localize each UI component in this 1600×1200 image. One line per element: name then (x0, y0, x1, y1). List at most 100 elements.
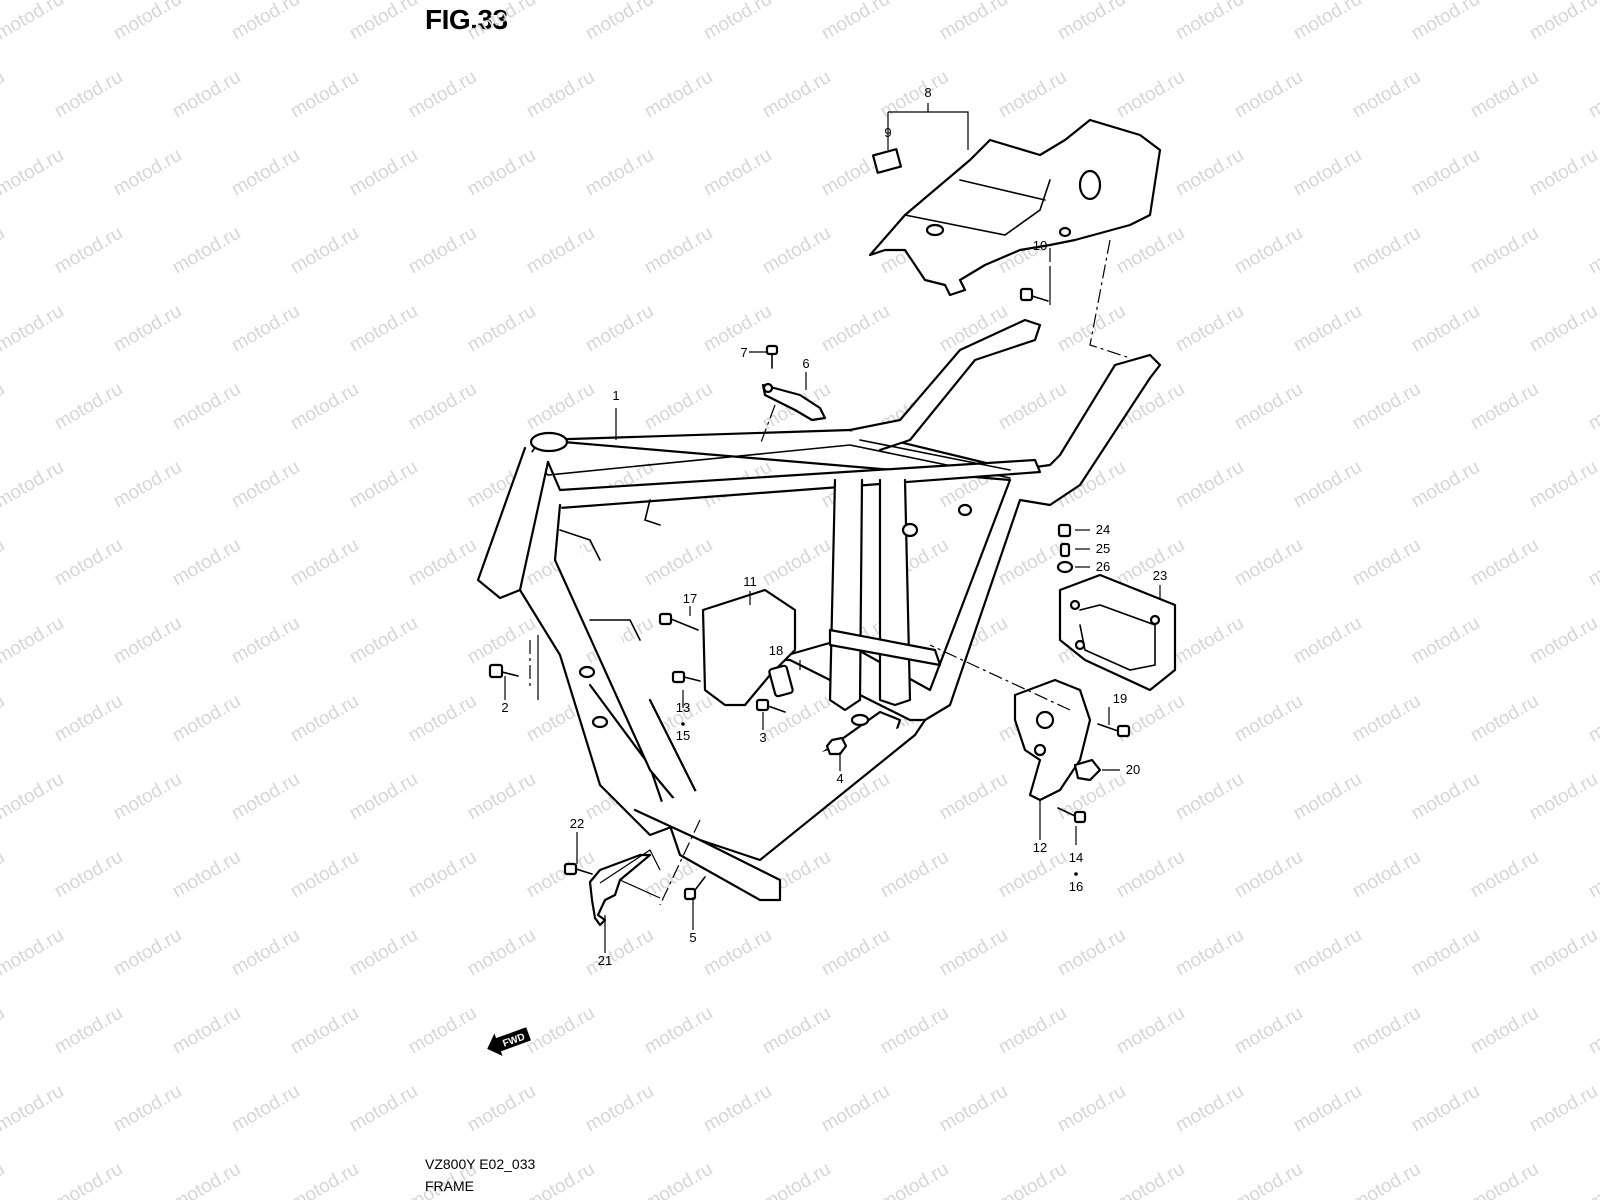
watermark-text: motod.ru (1231, 1003, 1306, 1059)
watermark-text: motod.ru (405, 847, 480, 903)
bolt-3 (755, 698, 786, 713)
callout-14: 14 (1069, 850, 1083, 865)
diagram-caption: FRAME (425, 1178, 474, 1194)
watermark-text: motod.ru (641, 223, 716, 279)
watermark-text: motod.ru (523, 67, 598, 123)
watermark-text: motod.ru (1467, 847, 1542, 903)
watermark-text: motod.ru (405, 67, 480, 123)
watermark-text: motod.ru (700, 0, 775, 44)
watermark-text: motod.ru (0, 847, 8, 903)
watermark-text: motod.ru (1526, 457, 1600, 513)
watermark-text: motod.ru (1585, 223, 1600, 279)
watermark-text: motod.ru (0, 0, 67, 44)
watermark-text: motod.ru (877, 1003, 952, 1059)
watermark-text: motod.ru (1349, 691, 1424, 747)
watermark-text: motod.ru (818, 301, 893, 357)
watermark-text: motod.ru (1172, 301, 1247, 357)
watermark-text: motod.ru (759, 535, 834, 591)
watermark-text: motod.ru (936, 0, 1011, 44)
callout-10: 10 (1033, 238, 1047, 253)
watermark-text: motod.ru (1408, 925, 1483, 981)
watermark-text: motod.ru (0, 769, 67, 825)
watermark-text: motod.ru (759, 691, 834, 747)
watermark-text: motod.ru (759, 1003, 834, 1059)
watermark-text: motod.ru (582, 301, 657, 357)
watermark-text: motod.ru (1290, 457, 1365, 513)
watermark-text: motod.ru (1349, 1003, 1424, 1059)
dash-dot-lines (529, 239, 1131, 906)
watermark-text: motod.ru (110, 301, 185, 357)
watermark-text: motod.ru (995, 1159, 1070, 1200)
watermark-text: motod.ru (0, 1003, 8, 1059)
watermark-text: motod.ru (641, 67, 716, 123)
watermark-text: motod.ru (464, 769, 539, 825)
separator-dots (681, 722, 1078, 876)
watermark-text: motod.ru (405, 535, 480, 591)
watermark-text: motod.ru (995, 67, 1070, 123)
callout-11: 11 (743, 574, 757, 589)
watermark-text: motod.ru (110, 613, 185, 669)
watermark-text: motod.ru (0, 67, 8, 123)
callout-16: 16 (1069, 879, 1083, 894)
watermark-text: motod.ru (1054, 0, 1129, 44)
watermark-text: motod.ru (228, 613, 303, 669)
watermark-text: motod.ru (0, 223, 8, 279)
watermark-text: motod.ru (1113, 1159, 1188, 1200)
watermark-text: motod.ru (1231, 691, 1306, 747)
watermark-text: motod.ru (51, 847, 126, 903)
watermark-text: motod.ru (1054, 1081, 1129, 1137)
watermark-text: motod.ru (110, 769, 185, 825)
watermark-text: motod.ru (1467, 379, 1542, 435)
watermark-text: motod.ru (818, 925, 893, 981)
fwd-arrow-label: FWD (501, 1032, 526, 1050)
watermark-text: motod.ru (287, 379, 362, 435)
bracket-23 (1058, 573, 1177, 692)
watermark-text: motod.ru (169, 535, 244, 591)
watermark-text: motod.ru (1290, 301, 1365, 357)
watermark-text: motod.ru (346, 925, 421, 981)
watermark-text: motod.ru (0, 301, 67, 357)
watermark-text: motod.ru (1231, 67, 1306, 123)
watermark-text: motod.ru (1172, 613, 1247, 669)
callout-25: 25 (1096, 541, 1110, 556)
watermark-text: motod.ru (1172, 925, 1247, 981)
watermark-text: motod.ru (169, 379, 244, 435)
watermark-text: motod.ru (1349, 67, 1424, 123)
watermark-text: motod.ru (1290, 769, 1365, 825)
watermark-text: motod.ru (523, 1003, 598, 1059)
reflector-part (871, 148, 903, 174)
callout-1: 1 (612, 388, 619, 403)
callout-21: 21 (598, 953, 612, 968)
watermark-text: motod.ru (936, 769, 1011, 825)
watermark-text: motod.ru (464, 1081, 539, 1137)
watermark-text: motod.ru (1408, 145, 1483, 201)
watermark-text: motod.ru (287, 67, 362, 123)
watermark-text: motod.ru (51, 535, 126, 591)
callout-18: 18 (769, 643, 783, 658)
callout-22: 22 (570, 816, 584, 831)
callout-13: 13 (676, 700, 690, 715)
watermark-text: motod.ru (1172, 457, 1247, 513)
watermark-text: motod.ru (228, 1081, 303, 1137)
watermark-text: motod.ru (1408, 457, 1483, 513)
watermark-text: motod.ru (936, 1081, 1011, 1137)
watermark-text: motod.ru (1231, 535, 1306, 591)
watermark-text: motod.ru (641, 535, 716, 591)
watermark-text: motod.ru (1349, 535, 1424, 591)
watermark-text: motod.ru (1526, 613, 1600, 669)
watermark-text: motod.ru (464, 925, 539, 981)
watermark-text: motod.ru (346, 457, 421, 513)
watermark-text: motod.ru (51, 1003, 126, 1059)
watermark-text: motod.ru (346, 1081, 421, 1137)
cap-20 (1073, 758, 1102, 782)
watermark-text: motod.ru (1585, 847, 1600, 903)
watermark-text: motod.ru (405, 223, 480, 279)
watermark-text: motod.ru (0, 145, 67, 201)
watermark-text: motod.ru (0, 1081, 67, 1137)
watermark-text: motod.ru (0, 457, 67, 513)
watermark-text: motod.ru (818, 0, 893, 44)
watermark-text: motod.ru (51, 1159, 126, 1200)
watermark-text: motod.ru (1113, 223, 1188, 279)
callout-4: 4 (836, 771, 843, 786)
watermark-text: motod.ru (641, 1159, 716, 1200)
